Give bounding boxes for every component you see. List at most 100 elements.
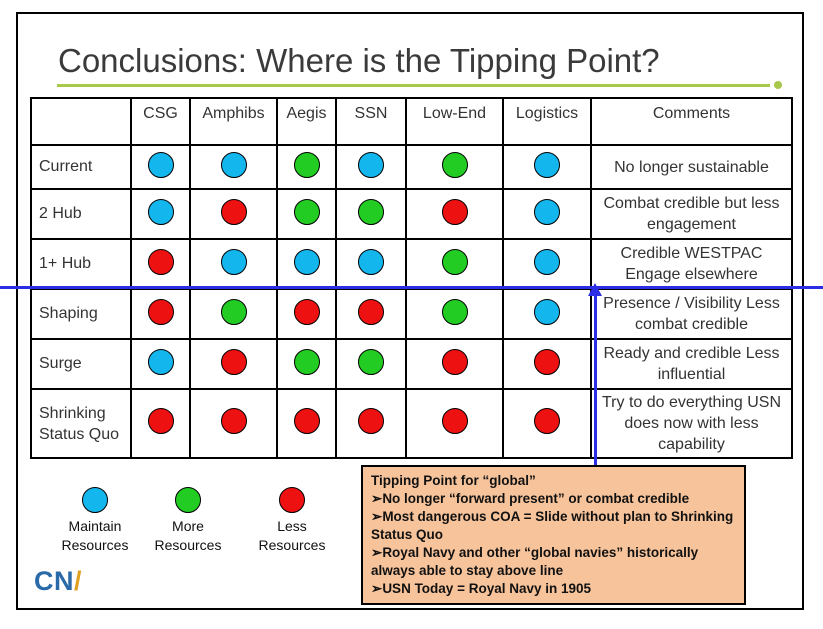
- blue-status-dot: [147, 151, 174, 178]
- red-status-dot: [358, 408, 384, 434]
- table-row: Shrinking Status Quo Try to do everything…: [30, 388, 793, 459]
- status-cell: [130, 388, 191, 459]
- tipping-point-arrowhead: [588, 283, 602, 296]
- legend-less-line2: Resources: [258, 537, 326, 553]
- cna-logo: CN/: [34, 566, 83, 596]
- green-status-dot: [441, 298, 468, 325]
- legend-more-line2: Resources: [154, 537, 222, 553]
- comment-cell: Credible WESTPAC Engage elsewhere: [590, 238, 793, 290]
- green-status-dot: [441, 248, 468, 275]
- blue-status-dot: [220, 151, 247, 178]
- legend-maintain-line2: Resources: [61, 537, 129, 553]
- row-label: Shaping: [30, 288, 132, 340]
- title-underline: [57, 84, 770, 87]
- tipping-point-callout: Tipping Point for “global” ➢No longer “f…: [361, 465, 746, 605]
- status-cell: [335, 144, 407, 190]
- header-ssn: SSN: [335, 97, 407, 146]
- status-cell: [502, 238, 592, 290]
- red-status-dot: [441, 348, 468, 375]
- status-cell: [130, 338, 191, 390]
- green-status-dot: [358, 198, 384, 225]
- callout-bullet-3: ➢Royal Navy and other “global navies” hi…: [371, 545, 699, 578]
- status-cell: [502, 188, 592, 240]
- status-cell: [276, 388, 337, 459]
- status-cell: [130, 288, 191, 340]
- comment-cell: Presence / Visibility Less combat credib…: [590, 288, 793, 340]
- status-cell: [405, 388, 504, 459]
- status-cell: [335, 288, 407, 340]
- tipping-point-line: [0, 286, 823, 289]
- status-cell: [130, 238, 191, 290]
- status-cell: [189, 238, 278, 290]
- blue-status-dot: [147, 348, 174, 375]
- row-label: Surge: [30, 338, 132, 390]
- red-status-dot: [147, 298, 174, 325]
- legend-more-line1: More: [172, 518, 204, 534]
- red-status-dot: [358, 298, 384, 325]
- green-status-dot: [293, 198, 320, 225]
- row-label: 2 Hub: [30, 188, 132, 240]
- row-label: Shrinking Status Quo: [30, 388, 132, 459]
- red-status-dot: [441, 198, 468, 225]
- status-cell: [130, 188, 191, 240]
- green-status-dot: [293, 151, 320, 178]
- status-cell: [189, 188, 278, 240]
- red-status-dot: [220, 348, 247, 375]
- red-status-dot: [220, 408, 247, 434]
- status-cell: [276, 188, 337, 240]
- legend-green-dot: [175, 487, 201, 513]
- blue-status-dot: [220, 248, 247, 275]
- status-cell: [276, 288, 337, 340]
- status-cell: [189, 288, 278, 340]
- slide-frame: [16, 12, 804, 610]
- comment-cell: Try to do everything USN does now with l…: [590, 388, 793, 459]
- status-cell: [189, 338, 278, 390]
- header-comments: Comments: [590, 97, 793, 146]
- comment-cell: Combat credible but less engagement: [590, 188, 793, 240]
- callout-bullet-2: ➢Most dangerous COA = Slide without plan…: [371, 509, 734, 542]
- green-status-dot: [220, 298, 247, 325]
- title-underline-dot: [774, 81, 782, 89]
- legend-red-dot: [279, 487, 305, 513]
- blue-status-dot: [358, 248, 384, 275]
- status-cell: [276, 144, 337, 190]
- red-status-dot: [534, 348, 560, 375]
- header-logistics: Logistics: [502, 97, 592, 146]
- legend-more: More Resources: [148, 487, 228, 555]
- status-cell: [405, 238, 504, 290]
- row-label: 1+ Hub: [30, 238, 132, 290]
- blue-status-dot: [534, 151, 560, 178]
- header-csg: CSG: [130, 97, 191, 146]
- callout-bullet-1: ➢No longer “forward present” or combat c…: [371, 491, 690, 506]
- legend-blue-dot: [82, 487, 108, 513]
- status-cell: [130, 144, 191, 190]
- tipping-point-arrow-shaft: [594, 290, 597, 466]
- legend-maintain: Maintain Resources: [55, 487, 135, 555]
- red-status-dot: [147, 408, 174, 434]
- header-amphibs: Amphibs: [189, 97, 278, 146]
- status-cell: [502, 338, 592, 390]
- red-status-dot: [534, 408, 560, 434]
- status-cell: [405, 188, 504, 240]
- green-status-dot: [358, 348, 384, 375]
- green-status-dot: [441, 151, 468, 178]
- status-cell: [189, 388, 278, 459]
- status-cell: [335, 188, 407, 240]
- status-cell: [276, 238, 337, 290]
- red-status-dot: [147, 248, 174, 275]
- comment-cell: No longer sustainable: [590, 144, 793, 190]
- red-status-dot: [220, 198, 247, 225]
- table-row: 2 Hub Combat credible but less engagement: [30, 188, 793, 240]
- green-status-dot: [293, 348, 320, 375]
- header-corner: [30, 97, 132, 146]
- table-row: Shaping Presence / Visibility Less combat…: [30, 288, 793, 340]
- status-cell: [405, 288, 504, 340]
- status-cell: [502, 388, 592, 459]
- status-cell: [405, 338, 504, 390]
- status-cell: [335, 388, 407, 459]
- status-cell: [502, 288, 592, 340]
- status-cell: [335, 238, 407, 290]
- callout-heading: Tipping Point for “global”: [371, 473, 536, 488]
